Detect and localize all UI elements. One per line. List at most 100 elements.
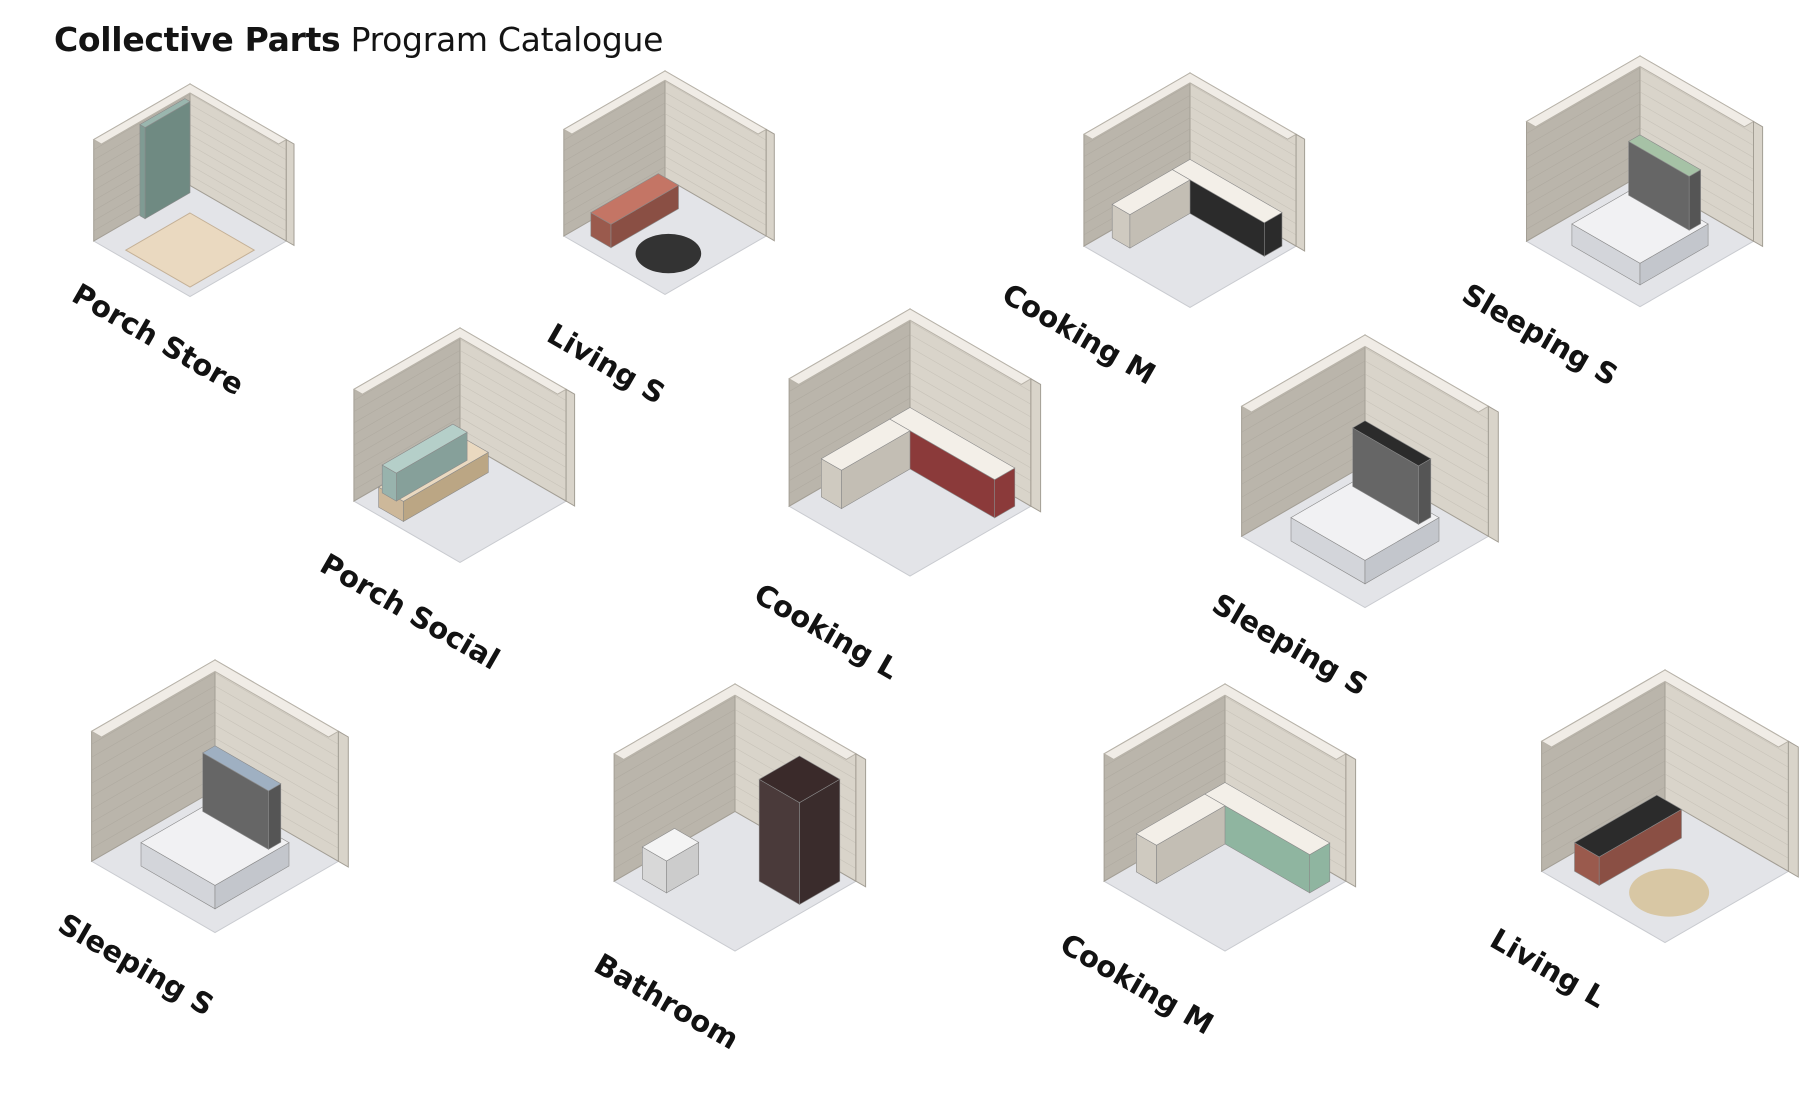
wall-texture	[734, 709, 857, 780]
module-label: Porch Store	[67, 277, 250, 402]
wall-texture	[909, 359, 1032, 431]
wall-texture	[563, 113, 666, 173]
wall-texture	[613, 734, 736, 806]
wall-end	[1753, 120, 1764, 248]
wall-end	[765, 128, 775, 242]
wall-texture	[1526, 67, 1641, 134]
wall-texture	[613, 785, 736, 857]
wall-texture	[459, 361, 567, 424]
wall-texture	[1639, 91, 1754, 158]
wall-texture	[1664, 682, 1789, 755]
wall-texture	[1364, 373, 1489, 446]
wall-texture	[91, 698, 216, 771]
wall-texture	[459, 428, 567, 491]
wall-texture	[353, 394, 461, 457]
timber-deck	[124, 212, 256, 288]
wall-texture	[1241, 425, 1366, 498]
wall-texture	[1083, 117, 1191, 180]
wall-texture	[1639, 127, 1754, 194]
module-label: Sleeping S	[1207, 587, 1374, 703]
wall-texture	[1103, 696, 1226, 767]
wall-texture	[1224, 721, 1347, 793]
module-label: Cooking M	[1055, 927, 1220, 1042]
wall-texture	[1224, 696, 1347, 767]
headboard-top	[202, 745, 282, 792]
module-5: Porch Social	[315, 327, 576, 676]
wall-texture	[664, 134, 767, 194]
wall-texture	[459, 394, 567, 457]
wall-texture	[1526, 151, 1641, 218]
wall-texture	[189, 164, 287, 221]
wall-texture	[1664, 734, 1789, 807]
wall-texture	[1103, 734, 1226, 806]
counter-return-top	[1111, 169, 1191, 215]
wall-texture	[1526, 163, 1641, 230]
wall-texture	[459, 406, 567, 468]
wall-texture	[1664, 708, 1789, 781]
wall-texture	[1526, 79, 1641, 146]
wall-texture	[91, 763, 216, 836]
wall-texture	[91, 711, 216, 784]
wall-texture	[91, 737, 216, 810]
wall-end	[285, 138, 295, 247]
wall-texture	[189, 154, 287, 211]
wall-texture	[1639, 103, 1754, 170]
rug	[1629, 868, 1710, 917]
wall-texture	[91, 750, 216, 823]
wall-texture	[563, 102, 666, 162]
wall-end	[1295, 133, 1306, 252]
wall-texture	[1541, 747, 1666, 820]
wall-texture	[91, 685, 216, 758]
wall-texture	[189, 124, 287, 181]
wall-end	[1345, 752, 1357, 888]
wall-texture	[1526, 115, 1641, 182]
page-title: Collective Parts Program Catalogue	[54, 20, 663, 59]
wall-texture	[1103, 760, 1226, 831]
wall-texture	[353, 383, 461, 446]
wall-texture	[214, 685, 339, 758]
wall-texture	[1664, 760, 1789, 833]
wall-texture	[1364, 347, 1489, 420]
wall-texture	[1241, 451, 1366, 524]
counter-top	[1171, 159, 1283, 224]
wall-texture	[1526, 103, 1641, 170]
wall-texture	[563, 92, 666, 152]
wall-texture	[788, 385, 911, 456]
wall-texture	[1364, 386, 1489, 459]
wall-end	[1487, 405, 1499, 543]
wall-texture	[613, 747, 736, 818]
module-1: Porch Store	[67, 83, 295, 402]
wall-texture	[1189, 106, 1297, 169]
wall-texture	[613, 760, 736, 831]
wall-texture	[1541, 708, 1666, 781]
wall-texture	[353, 350, 461, 412]
wall-texture	[1639, 67, 1754, 134]
headboard-top	[1627, 134, 1702, 177]
wall-texture	[459, 350, 567, 412]
wall-texture	[214, 711, 339, 784]
wall-texture	[664, 113, 767, 173]
wall-texture	[1083, 128, 1191, 191]
wall-texture	[563, 81, 666, 141]
title-bold: Collective Parts	[54, 20, 341, 59]
wall-texture	[91, 672, 216, 745]
wall-texture	[1241, 360, 1366, 433]
headboard-side	[268, 783, 282, 850]
wall-texture	[1083, 139, 1191, 202]
wall-texture	[1083, 106, 1191, 169]
wall-texture	[1224, 772, 1347, 844]
wall-texture	[1541, 734, 1666, 807]
module-11: Living L	[1485, 669, 1799, 1015]
wall-texture	[664, 145, 767, 205]
wall-texture	[563, 124, 666, 183]
wall-texture	[1241, 412, 1366, 485]
wall-texture	[664, 81, 767, 141]
wall-texture	[1526, 127, 1641, 194]
wall-texture	[189, 175, 287, 232]
wall-texture	[1664, 721, 1789, 794]
wall-texture	[1083, 83, 1191, 146]
wall-texture	[189, 144, 287, 201]
wall-texture	[1189, 83, 1297, 146]
module-9: Bathroom	[589, 683, 867, 1056]
